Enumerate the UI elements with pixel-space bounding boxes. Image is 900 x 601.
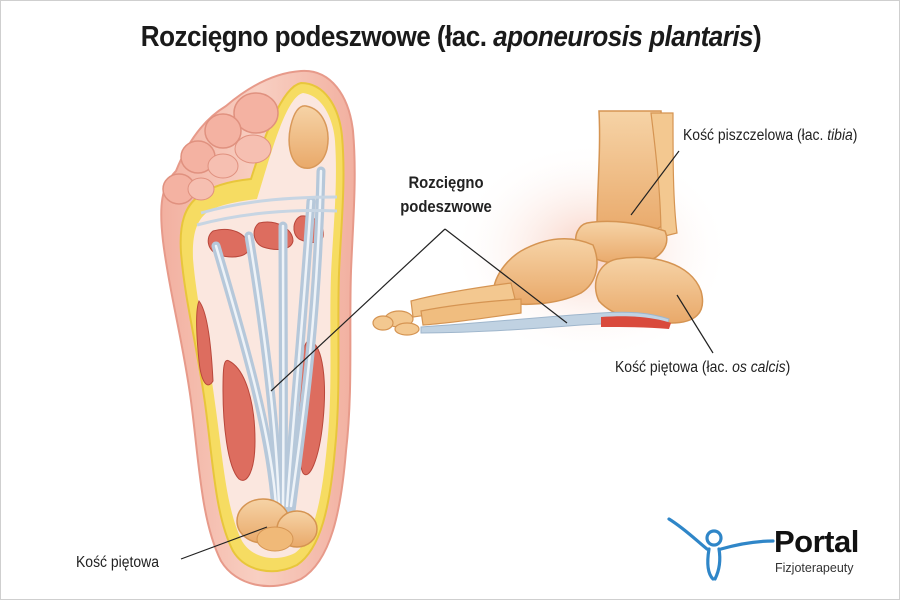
logo-right-arm [721,541,773,549]
label-tibia-italic: tibia [827,127,853,144]
portal-logo-figure [669,519,773,579]
logo-wordmark: Portal [774,524,859,560]
logo-subtitle: Fizjoterapeuty [775,561,854,575]
logo-left-arm [669,519,707,549]
phalanx-2 [373,316,393,330]
toe-2 [205,114,241,148]
toe-3b [188,178,214,200]
label-plantar-fascia: Rozcięgno podeszwowe [388,171,505,219]
heel-bone-center [257,527,293,551]
label-tibia-prefix: Kość piszczelowa (łac. [683,127,827,144]
label-plantar-fascia-line1: Rozcięgno [388,171,505,195]
label-tibia-suffix: ) [853,127,858,144]
foot-side [373,111,731,361]
label-os-calcis: Kość piętowa (łac. os calcis) [615,359,790,377]
logo-head [707,531,721,545]
label-tibia: Kość piszczelowa (łac. tibia) [683,127,857,145]
label-calcis-prefix: Kość piętowa (łac. [615,359,732,376]
logo-body [708,549,713,579]
label-heel-bone: Kość piętowa [76,554,159,572]
phalanx-3 [395,323,419,335]
label-calcis-italic: os calcis [732,359,785,376]
title-italic: aponeurosis plantaris [493,21,753,53]
toe-1b [235,135,271,163]
label-calcis-suffix: ) [786,359,791,376]
logo-leg [715,549,720,579]
title-main: Rozcięgno podeszwowe (łac. [141,21,493,53]
toe-2b [208,154,238,178]
page-title: Rozcięgno podeszwowe (łac. aponeurosis p… [46,21,856,54]
title-end: ) [753,21,761,53]
foot-sole [161,71,355,586]
label-plantar-fascia-line2: podeszwowe [388,195,505,219]
